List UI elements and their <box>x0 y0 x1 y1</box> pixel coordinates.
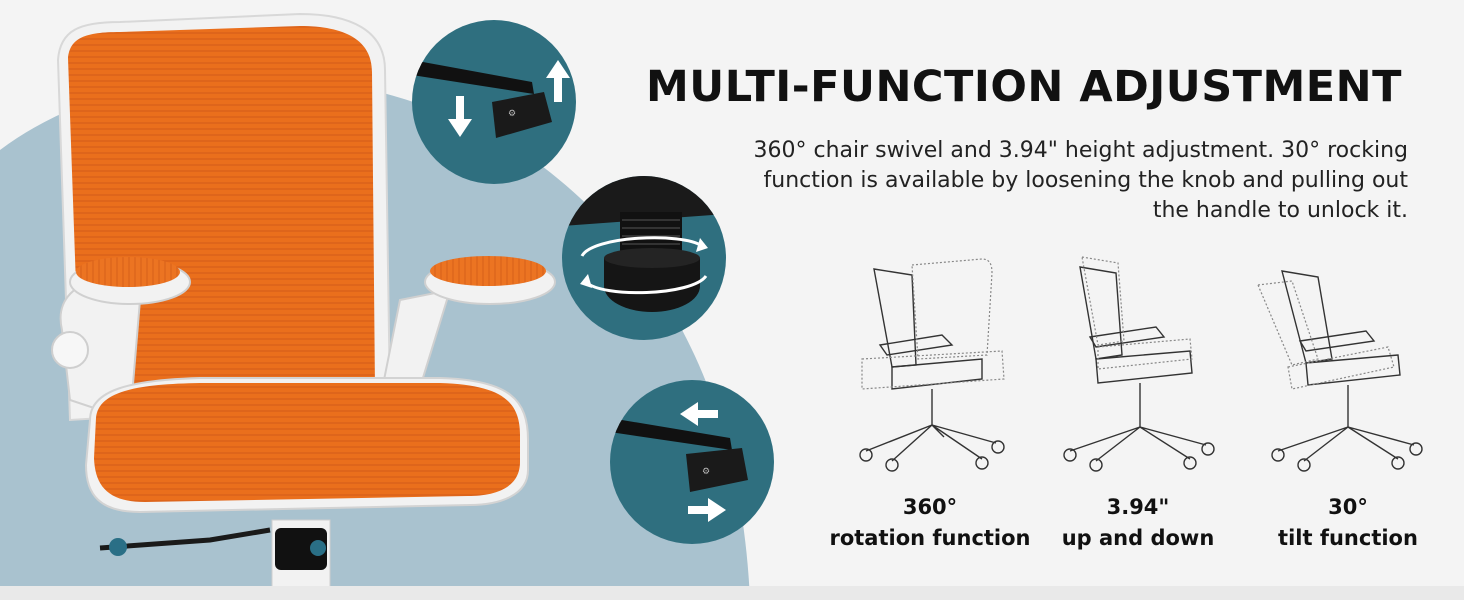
height-lever-detail: ⚙ <box>412 20 576 184</box>
rotation-feature-illustration <box>832 255 1032 475</box>
rotation-text: rotation function <box>829 526 1031 550</box>
svg-text:⚙: ⚙ <box>702 467 710 477</box>
tilt-chair-icon <box>1257 270 1423 472</box>
lock-handle-detail: ⚙ <box>610 380 774 544</box>
rotation-value: 360° <box>902 495 958 519</box>
height-text: up and down <box>1061 526 1215 550</box>
height-value: 3.94" <box>1106 495 1170 519</box>
bottom-strip <box>0 586 1464 600</box>
height-feature-illustration <box>1040 255 1240 475</box>
description: 360° chair swivel and 3.94" height adjus… <box>753 138 1408 223</box>
height-feature-label: 3.94" up and down <box>1028 492 1248 554</box>
tilt-text: tilt function <box>1278 526 1418 550</box>
tilt-feature-label: 30° tilt function <box>1238 492 1458 554</box>
tilt-knob-detail <box>562 176 726 340</box>
tilt-feature-illustration <box>1248 255 1448 475</box>
tilt-value: 30° <box>1328 495 1368 519</box>
rotation-feature-label: 360° rotation function <box>820 492 1040 554</box>
headline: MULTI-FUNCTION ADJUSTMENT <box>645 62 1402 112</box>
svg-text:⚙: ⚙ <box>508 109 516 119</box>
height-chair-icon <box>1063 256 1215 472</box>
office-chair-image <box>51 12 556 600</box>
rotation-chair-icon <box>859 258 1005 472</box>
